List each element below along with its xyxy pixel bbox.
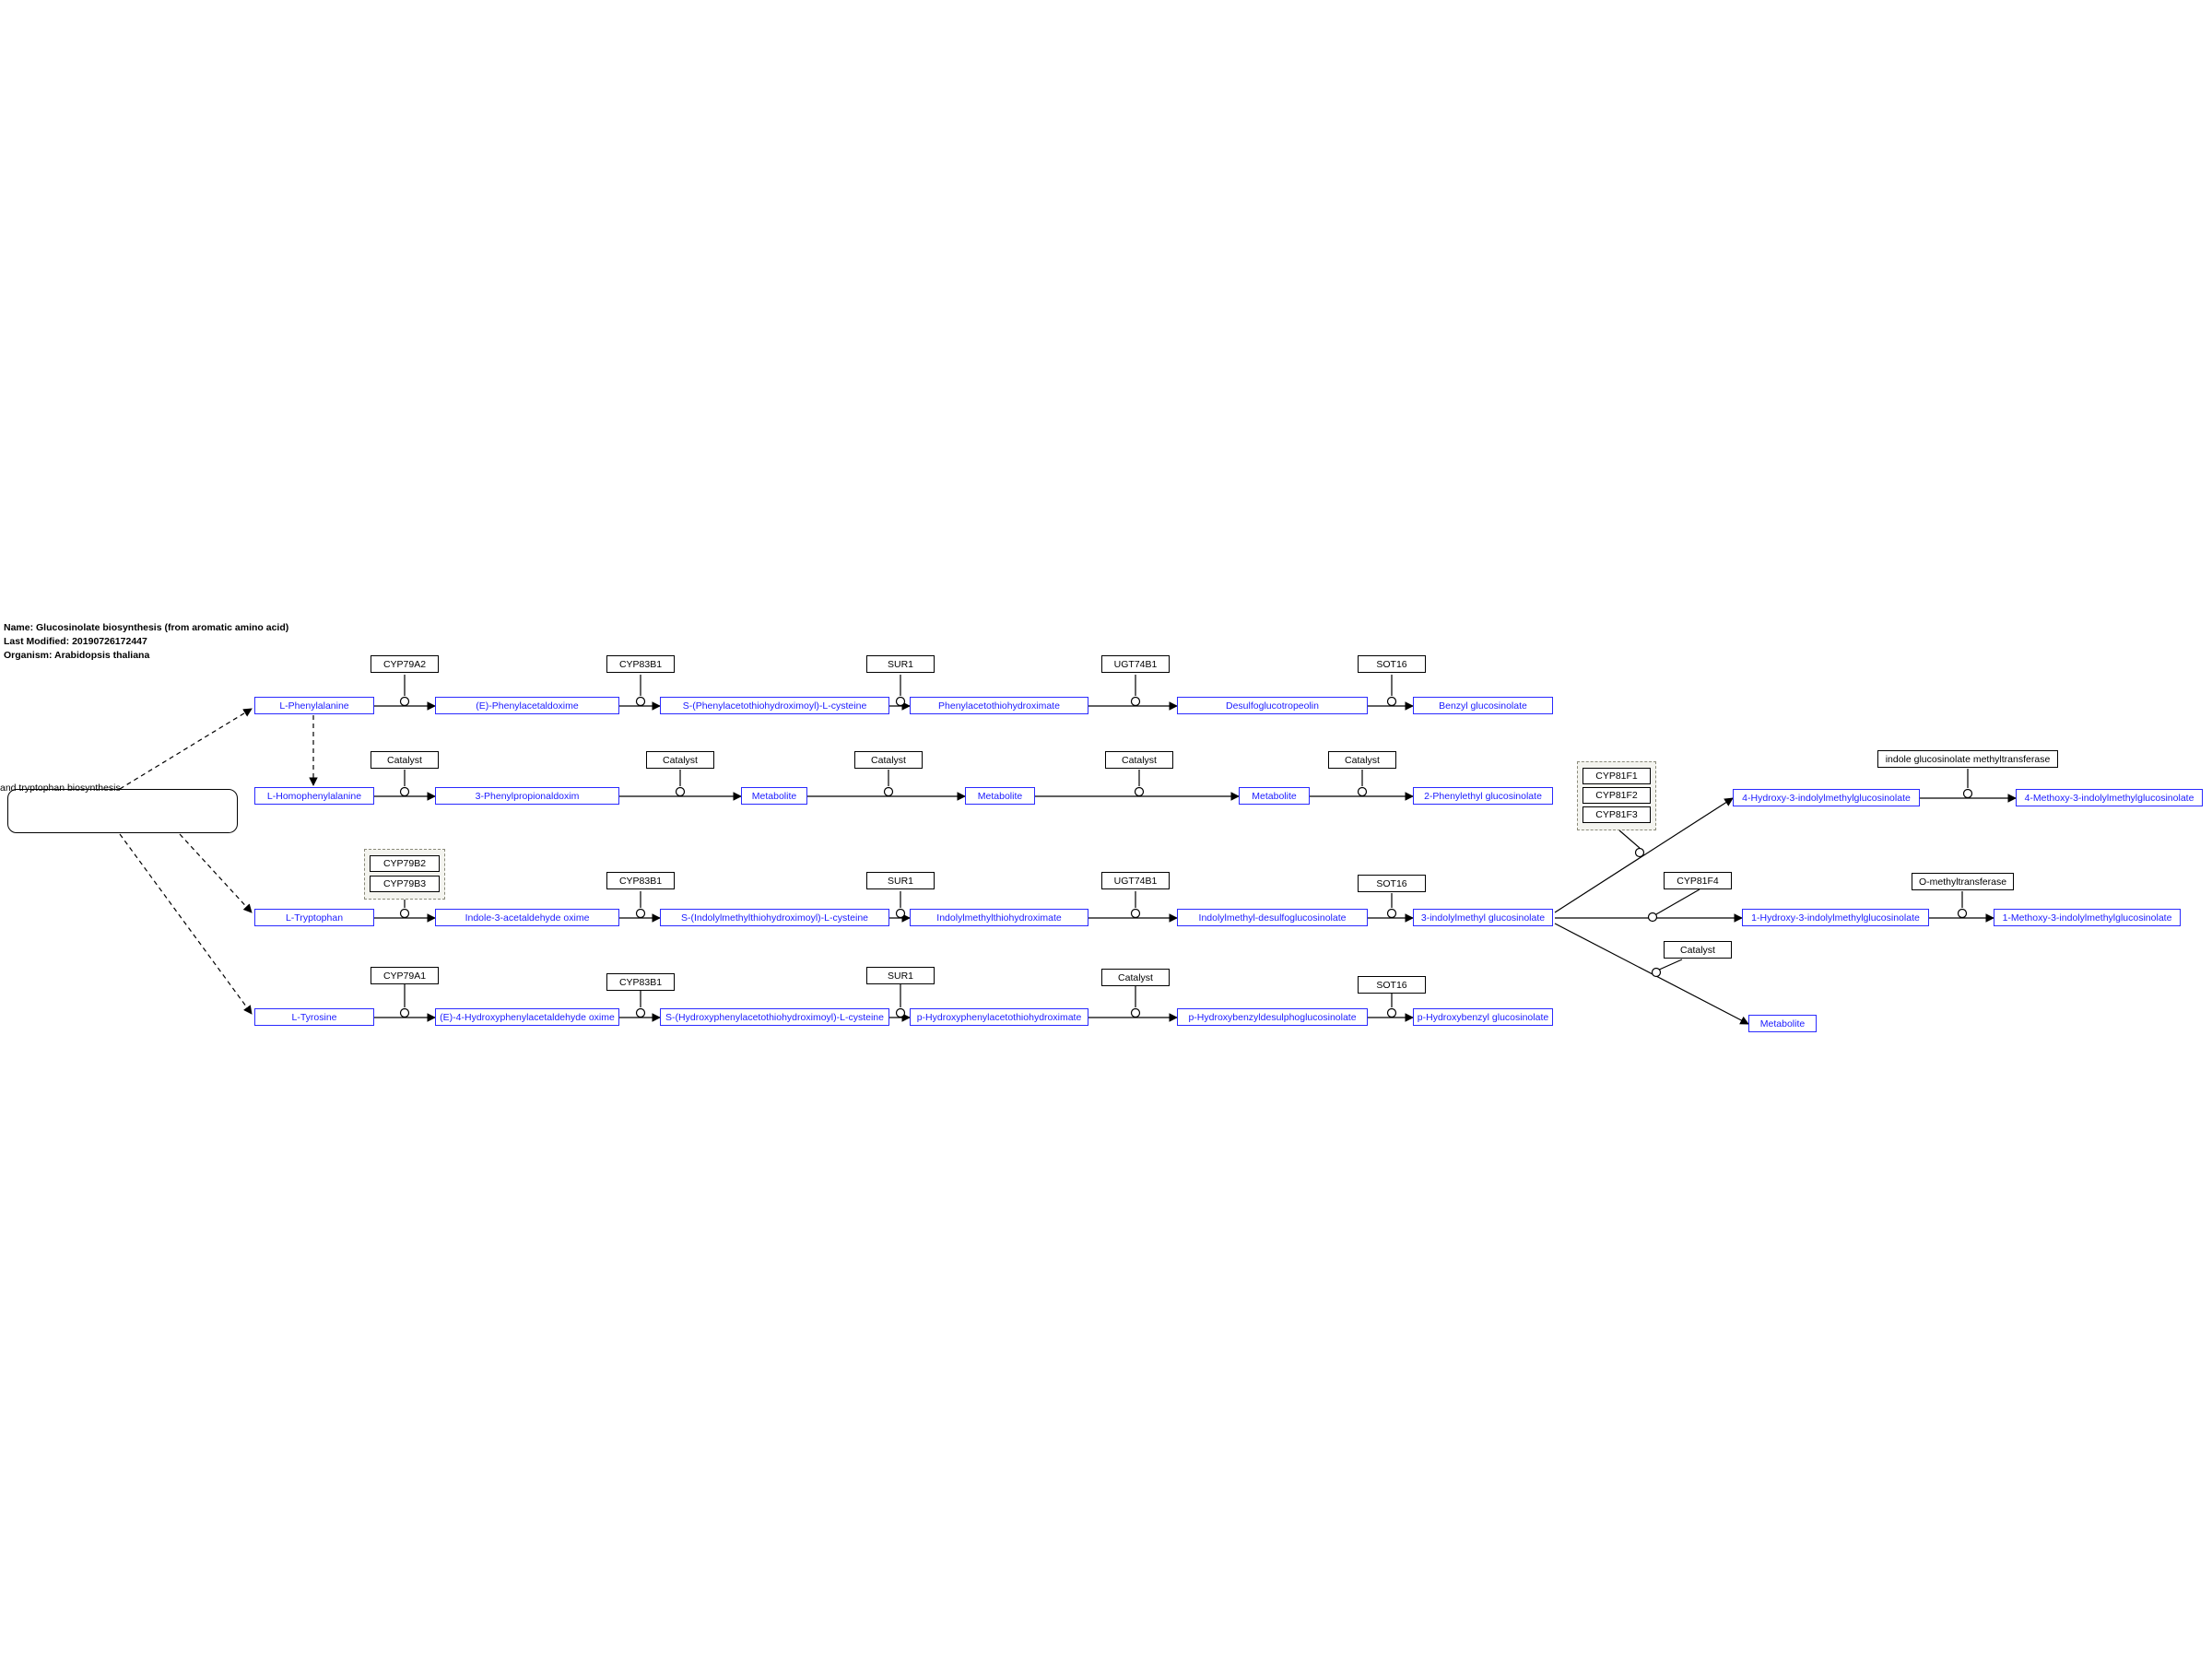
gene-catalyst[interactable]: Catalyst — [854, 751, 923, 769]
metabolite-3-phenylpropionaldoxim[interactable]: 3-Phenylpropionaldoxim — [435, 787, 619, 805]
gene-catalyst[interactable]: Catalyst — [371, 751, 439, 769]
organism: Organism: Arabidopsis thaliana — [4, 650, 150, 661]
metabolite-indolylmethylthiohydroximate[interactable]: Indolylmethylthiohydroximate — [910, 909, 1088, 926]
metabolite-1-hydroxy-3-indolylmethylglucosinolate[interactable]: 1-Hydroxy-3-indolylmethylglucosinolate — [1742, 909, 1929, 926]
gene-indole-glucosinolate-methyltransferase[interactable]: indole glucosinolate methyltransferase — [1877, 750, 2058, 768]
metabolite-phenylacetothiohydroximate[interactable]: Phenylacetothiohydroximate — [910, 697, 1088, 714]
gene-cyp81f4[interactable]: CYP81F4 — [1664, 872, 1732, 889]
gene-cyp79a1[interactable]: CYP79A1 — [371, 967, 439, 984]
metabolite-e-4-hydroxyphenylacetaldehyde-oxime[interactable]: (E)-4-Hydroxyphenylacetaldehyde oxime — [435, 1008, 619, 1026]
gene-cyp81f3[interactable]: CYP81F3 — [1583, 806, 1651, 823]
last-modified: Last Modified: 20190726172447 — [4, 636, 147, 647]
metabolite-e-phenylacetaldoxime[interactable]: (E)-Phenylacetaldoxime — [435, 697, 619, 714]
metabolite-l-phenylalanine[interactable]: L-Phenylalanine — [254, 697, 374, 714]
gene-cyp83b1[interactable]: CYP83B1 — [606, 655, 675, 673]
pathway-link — [119, 833, 253, 1015]
metabolite-p-hydroxyphenylacetothiohydroximate[interactable]: p-Hydroxyphenylacetothiohydroximate — [910, 1008, 1088, 1026]
gene-catalyst[interactable]: Catalyst — [1328, 751, 1396, 769]
gene-sur1[interactable]: SUR1 — [866, 967, 935, 984]
metabolite-l-tryptophan[interactable]: L-Tryptophan — [254, 909, 374, 926]
gene-sot16[interactable]: SOT16 — [1358, 655, 1426, 673]
pathway-header: Name: Glucosinolate biosynthesis (from a… — [4, 621, 288, 663]
gene-cyp83b1[interactable]: CYP83B1 — [606, 872, 675, 889]
metabolite-unnamed-1[interactable]: Metabolite — [741, 787, 807, 805]
metabolite-benzyl-glucosinolate[interactable]: Benzyl glucosinolate — [1413, 697, 1553, 714]
gene-cyp79b3[interactable]: CYP79B3 — [370, 876, 440, 892]
metabolite-s-indolylmethylthiohydroximoyl-cysteine[interactable]: S-(Indolylmethylthiohydroximoyl)-L-cyste… — [660, 909, 889, 926]
metabolite-2-phenylethyl-glucosinolate[interactable]: 2-Phenylethyl glucosinolate — [1413, 787, 1553, 805]
gene-cyp83b1[interactable]: CYP83B1 — [606, 973, 675, 991]
metabolite-desulfoglucotropeolin[interactable]: Desulfoglucotropeolin — [1177, 697, 1368, 714]
metabolite-s-hydroxyphenylacetothiohydroximoyl-cysteine[interactable]: S-(Hydroxyphenylacetothiohydroximoyl)-L-… — [660, 1008, 889, 1026]
gene-sur1[interactable]: SUR1 — [866, 872, 935, 889]
gene-catalyst[interactable]: Catalyst — [1101, 969, 1170, 986]
gene-o-methyltransferase[interactable]: O-methyltransferase — [1912, 873, 2014, 890]
gene-sur1[interactable]: SUR1 — [866, 655, 935, 673]
pathway-link — [179, 833, 253, 913]
gene-cyp79b2[interactable]: CYP79B2 — [370, 855, 440, 872]
metabolite-3-indolylmethyl-glucosinolate[interactable]: 3-indolylmethyl glucosinolate — [1413, 909, 1553, 926]
gene-catalyst[interactable]: Catalyst — [1664, 941, 1732, 959]
gene-catalyst[interactable]: Catalyst — [646, 751, 714, 769]
conversion-arrow — [1554, 923, 1749, 1025]
gene-ugt74b1[interactable]: UGT74B1 — [1101, 872, 1170, 889]
metabolite-p-hydroxybenzyldesulphoglucosinolate[interactable]: p-Hydroxybenzyldesulphoglucosinolate — [1177, 1008, 1368, 1026]
pathway-node-label: and tryptophan biosynthesis — [0, 782, 121, 794]
metabolite-indolylmethyl-desulfoglucosinolate[interactable]: Indolylmethyl-desulfoglucosinolate — [1177, 909, 1368, 926]
metabolite-unnamed-2[interactable]: Metabolite — [965, 787, 1035, 805]
pathway-name: Name: Glucosinolate biosynthesis (from a… — [4, 622, 289, 633]
metabolite-p-hydroxybenzyl-glucosinolate[interactable]: p-Hydroxybenzyl glucosinolate — [1413, 1008, 1553, 1026]
metabolite-unnamed-4[interactable]: Metabolite — [1748, 1015, 1817, 1032]
metabolite-1-methoxy-3-indolylmethylglucosinolate[interactable]: 1-Methoxy-3-indolylmethylglucosinolate — [1994, 909, 2181, 926]
metabolite-4-methoxy-3-indolylmethylglucosinolate[interactable]: 4-Methoxy-3-indolylmethylglucosinolate — [2016, 789, 2203, 806]
gene-catalyst[interactable]: Catalyst — [1105, 751, 1173, 769]
metabolite-s-phenylacetothiohydroximoyl-cysteine[interactable]: S-(Phenylacetothiohydroximoyl)-L-cystein… — [660, 697, 889, 714]
pathway-link — [119, 708, 253, 790]
gene-cyp79a2[interactable]: CYP79A2 — [371, 655, 439, 673]
gene-sot16[interactable]: SOT16 — [1358, 875, 1426, 892]
metabolite-4-hydroxy-3-indolylmethylglucosinolate[interactable]: 4-Hydroxy-3-indolylmethylglucosinolate — [1733, 789, 1920, 806]
metabolite-unnamed-3[interactable]: Metabolite — [1239, 787, 1310, 805]
conversion-arrow — [1554, 797, 1734, 913]
metabolite-l-tyrosine[interactable]: L-Tyrosine — [254, 1008, 374, 1026]
gene-ugt74b1[interactable]: UGT74B1 — [1101, 655, 1170, 673]
gene-cyp81f2[interactable]: CYP81F2 — [1583, 787, 1651, 804]
pathway-node[interactable] — [7, 789, 238, 833]
metabolite-indole-3-acetaldehyde-oxime[interactable]: Indole-3-acetaldehyde oxime — [435, 909, 619, 926]
gene-cyp81f1[interactable]: CYP81F1 — [1583, 768, 1651, 784]
gene-sot16[interactable]: SOT16 — [1358, 976, 1426, 994]
metabolite-l-homophenylalanine[interactable]: L-Homophenylalanine — [254, 787, 374, 805]
